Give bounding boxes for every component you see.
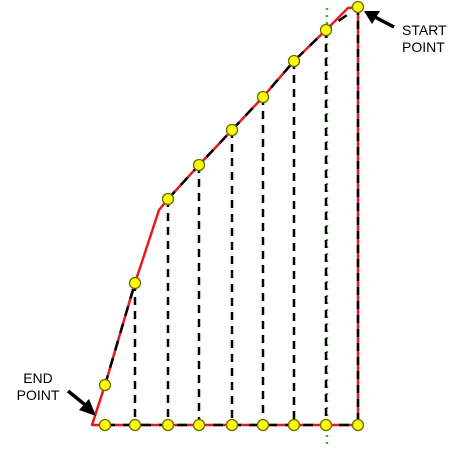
- end-point-label-line2: POINT: [17, 387, 60, 403]
- top-point-marker-8: [319, 23, 333, 37]
- base-point-marker-7: [287, 418, 301, 432]
- base-point-marker-8: [319, 418, 333, 432]
- end-point-arrow: [66, 389, 96, 416]
- base-point-marker-9: [351, 418, 365, 432]
- top-point-marker-6: [256, 90, 270, 104]
- top-point-marker-3: [161, 192, 175, 206]
- top-point-marker-1: [98, 378, 112, 392]
- dashed-vertical-lines: [133, 7, 360, 425]
- base-point-marker-2: [128, 418, 142, 432]
- red-boundary-outline: [90, 5, 360, 427]
- top-point-marker-4: [192, 158, 206, 172]
- start-point-label-line1: START: [402, 22, 447, 38]
- base-point-marker-1: [98, 418, 112, 432]
- top-point-marker-5: [225, 123, 239, 137]
- top-point-marker-7: [287, 54, 301, 68]
- end-point-label-line1: END: [23, 370, 53, 386]
- top-point-marker-2: [128, 276, 142, 290]
- top-point-marker-9: [351, 0, 365, 14]
- start-point-arrow: [364, 11, 395, 29]
- start-point-label-line2: POINT: [402, 39, 445, 55]
- base-point-marker-5: [225, 418, 239, 432]
- base-point-marker-3: [161, 418, 175, 432]
- base-point-marker-6: [256, 418, 270, 432]
- survey-point-markers: [98, 0, 365, 432]
- base-point-marker-4: [192, 418, 206, 432]
